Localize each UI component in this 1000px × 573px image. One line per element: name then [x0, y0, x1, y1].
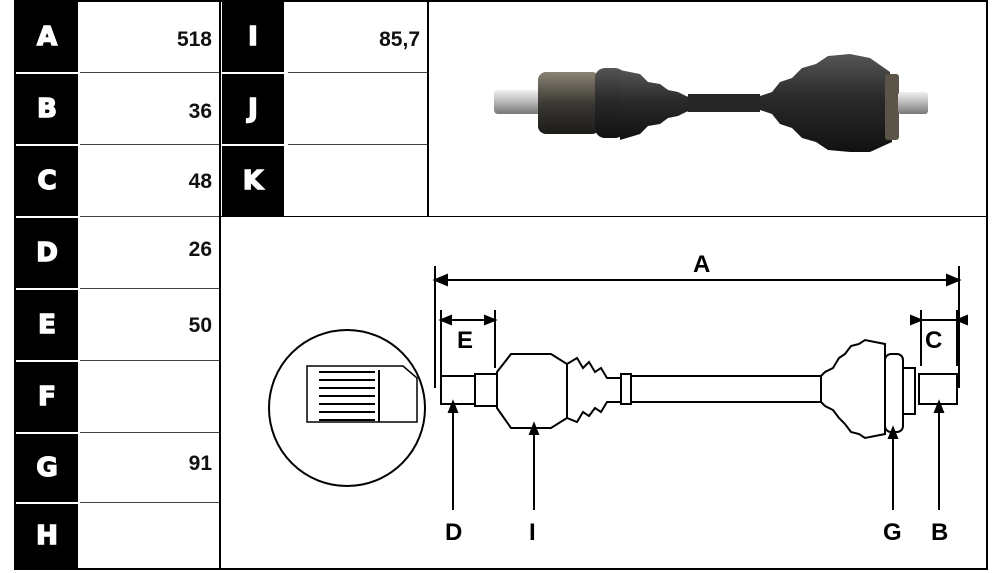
row-key-j: J — [222, 74, 284, 144]
row-value-d: 26 — [188, 238, 212, 261]
row-value-e: 50 — [188, 314, 212, 337]
callout-label-b: B — [931, 519, 948, 546]
dim-label-a: A — [693, 251, 710, 278]
dim-label-c: C — [925, 327, 942, 354]
row-key-h: H — [16, 504, 78, 568]
driveshaft-photo — [494, 54, 928, 152]
callout-label-g: G — [883, 519, 902, 546]
row-key-e: E — [16, 290, 78, 360]
row-key-d: D — [16, 218, 78, 288]
callout-label-d: D — [445, 519, 462, 546]
driveshaft-diagram: A E C D I G B — [268, 251, 968, 546]
row-value-b: 36 — [188, 100, 212, 123]
row-key-f: F — [16, 362, 78, 432]
row-key-c: C — [16, 146, 78, 216]
callout-label-i: I — [529, 519, 536, 546]
row-value-c: 48 — [188, 170, 212, 193]
row-key-g: G — [16, 434, 78, 502]
dim-label-e: E — [457, 327, 473, 354]
row-value-a: 518 — [176, 28, 212, 51]
row-key-a: A — [16, 2, 78, 72]
row-key-i: I — [222, 2, 284, 72]
row-key-b: B — [16, 74, 78, 144]
row-value-i: 85,7 — [379, 28, 420, 51]
row-value-g: 91 — [188, 452, 212, 475]
row-key-k: K — [222, 146, 284, 216]
